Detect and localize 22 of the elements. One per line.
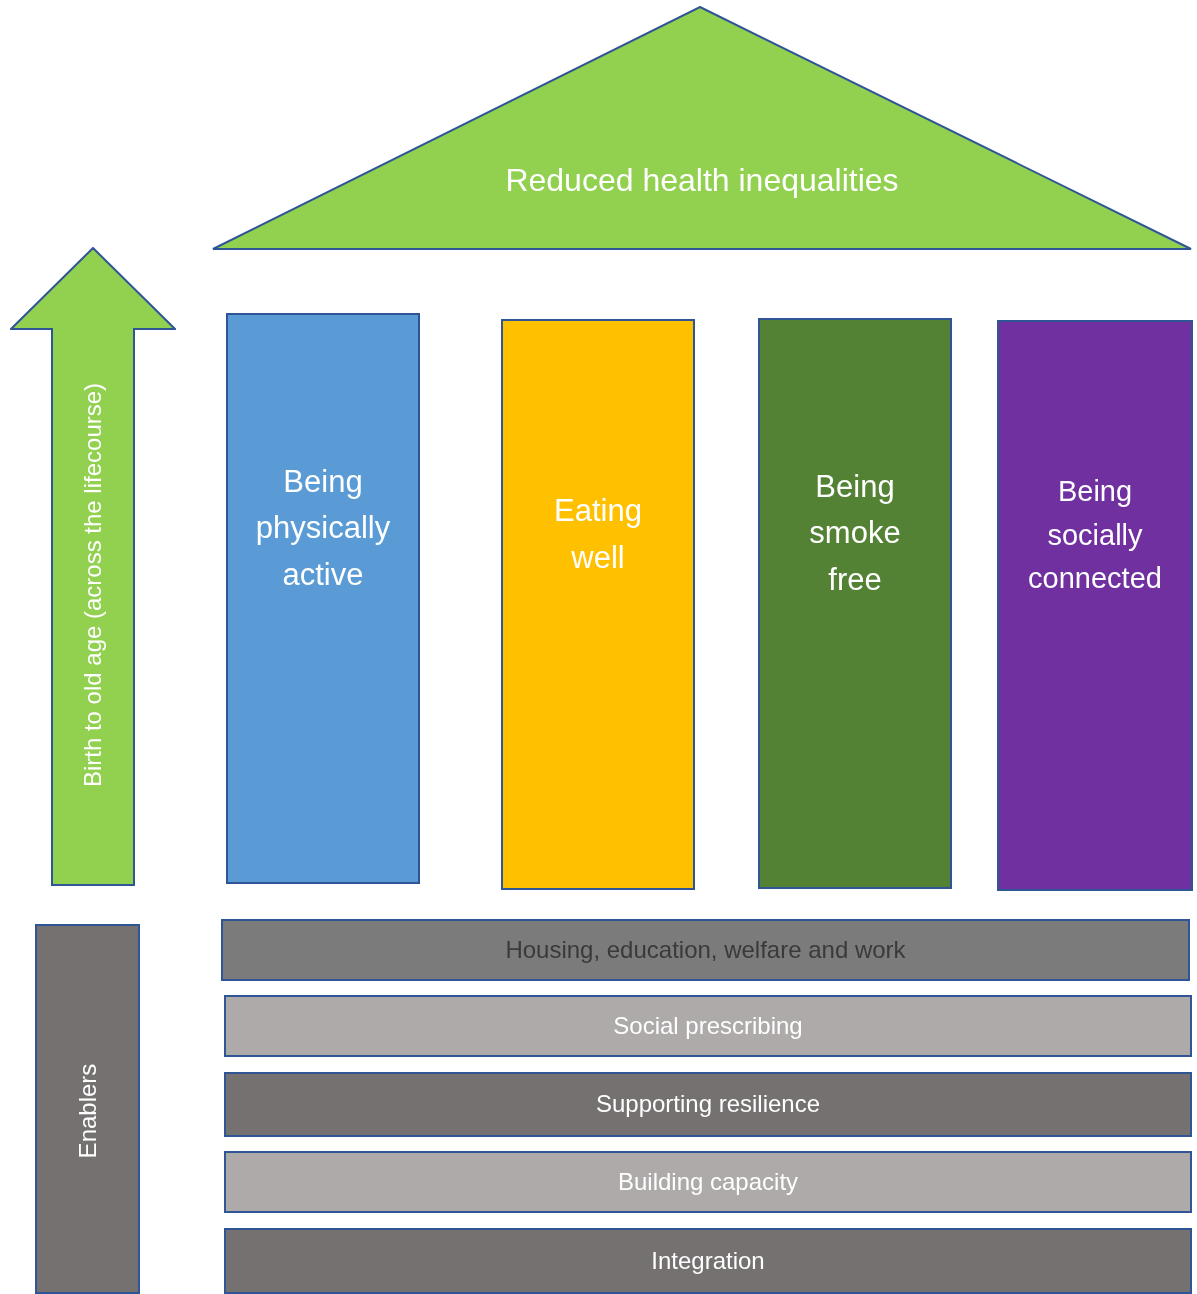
node-label: Integration (651, 1246, 765, 1276)
node-label: Building capacity (617, 1167, 799, 1197)
node-label: Social prescribing (613, 1011, 803, 1041)
node-label: Reduced health inequalities (505, 161, 899, 200)
node-label: Eating well (553, 492, 643, 577)
enablers-bar (35, 924, 140, 1294)
foundation-band (224, 1072, 1192, 1137)
node-label: Birth to old age (across the lifecourse) (78, 382, 107, 788)
node-label: Being physically active (254, 462, 392, 594)
node-label: Being smoke free (808, 467, 902, 599)
pillar (997, 320, 1193, 891)
foundation-band (221, 919, 1190, 981)
pillar (501, 319, 695, 890)
pillar (758, 318, 952, 889)
pillar (226, 313, 420, 884)
node-label: Enablers (73, 1063, 102, 1159)
foundation-band (224, 1151, 1192, 1213)
node-label: Housing, education, welfare and work (505, 935, 906, 965)
node-label: Being socially connected (1027, 474, 1163, 597)
foundation-band (224, 995, 1192, 1057)
node-label: Supporting resilience (595, 1090, 821, 1119)
foundation-band (224, 1228, 1192, 1294)
